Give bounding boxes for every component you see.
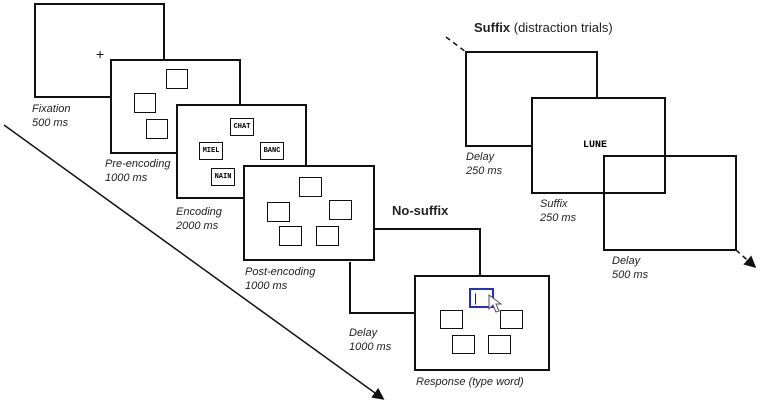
placeholder-box-bottom [146,119,168,139]
placeholder-box-3 [329,200,352,220]
time-arrow [3,124,385,400]
suffix-word-screen: LUNE [531,97,666,194]
suffix-entry-dashes [445,36,467,53]
response-box-2 [440,310,463,329]
fixation-cross: + [96,46,105,62]
suffix-exit-dashes [735,249,757,268]
placeholder-box-2 [267,202,290,222]
placeholder-box-left [134,93,156,113]
response-box-4 [452,335,475,354]
suffix-delay-2-screen [603,155,737,251]
post-encoding-screen [243,165,375,261]
response-label: Response (type word) [416,376,524,388]
word-box-3: BANC [260,142,284,160]
mouse-pointer-icon [488,294,503,313]
word-box-4: NAIN [211,168,235,186]
no-suffix-path [374,228,481,284]
text-cursor: | [474,291,478,305]
response-screen: | [414,275,550,371]
response-box-5 [488,335,511,354]
no-suffix-heading: No-suffix [392,203,449,218]
placeholder-box-4 [279,226,302,246]
placeholder-box-top [166,69,188,89]
delay-branch-line [349,262,414,314]
suffix-delay-2-cover [605,194,735,249]
suffix-word: LUNE [583,140,608,151]
response-box-3 [500,310,523,329]
placeholder-box-1 [299,177,322,197]
word-box-2: MIEL [199,142,223,160]
placeholder-box-5 [316,226,339,246]
word-box-1: CHAT [230,118,254,136]
suffix-heading: Suffix (distraction trials) [474,20,613,35]
